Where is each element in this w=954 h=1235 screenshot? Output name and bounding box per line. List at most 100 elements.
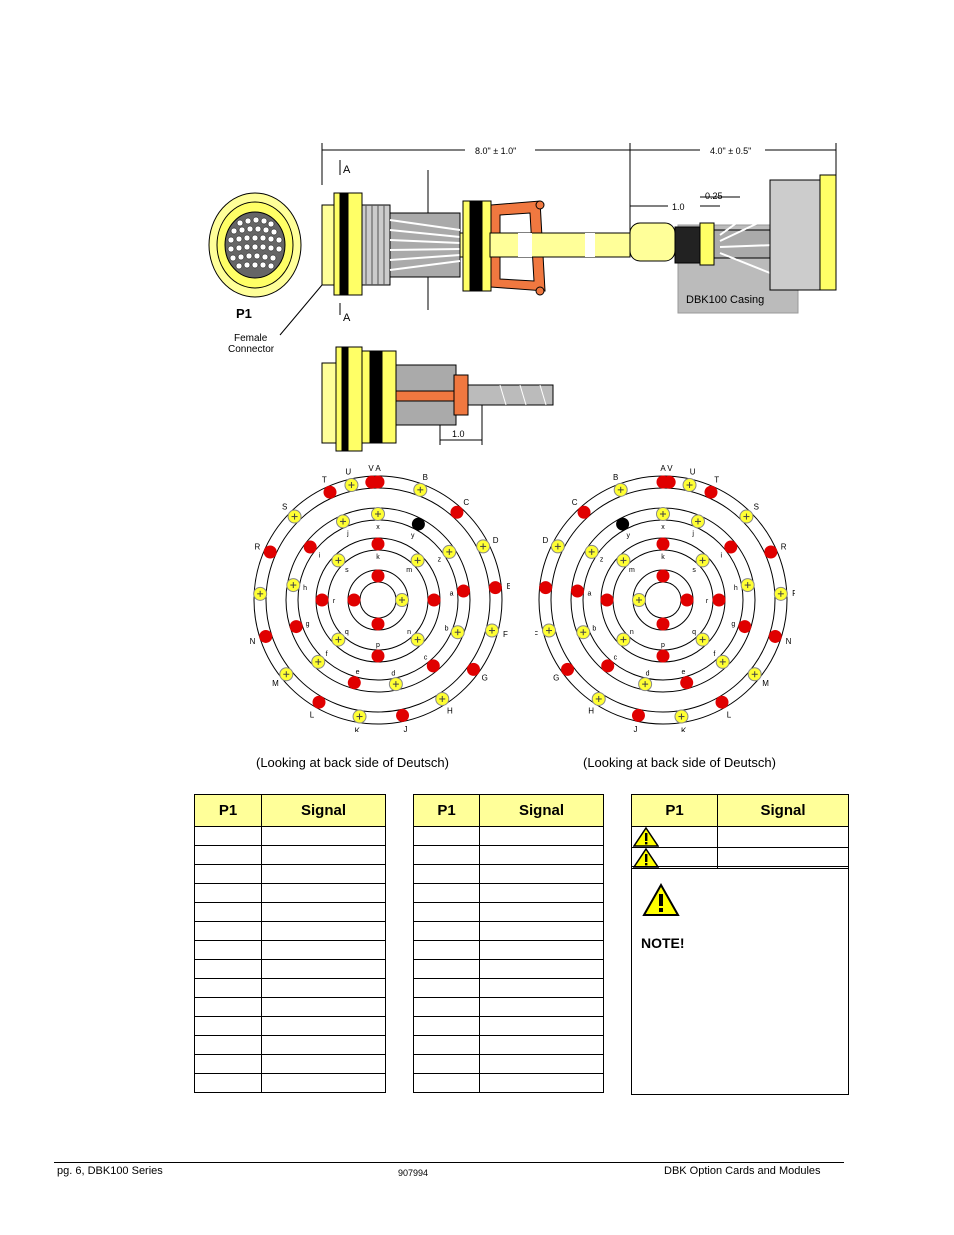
pin-T <box>323 485 337 499</box>
pin-letter: S <box>282 503 287 512</box>
pin-table-1: P1 Signal <box>194 794 386 1093</box>
pin-letter: N <box>250 637 256 646</box>
pin-letter: d <box>391 670 395 677</box>
signal-cell <box>261 978 386 998</box>
pin-center <box>680 593 694 607</box>
pin-V <box>365 475 379 489</box>
signal-cell <box>479 902 604 922</box>
pin-a <box>570 584 584 598</box>
pin-p <box>656 649 670 663</box>
table-row <box>413 959 604 979</box>
pin-letter: H <box>447 707 453 716</box>
pin-center <box>371 569 385 583</box>
pin-e <box>680 676 694 690</box>
signal-cell <box>261 940 386 960</box>
table-row <box>413 921 604 941</box>
pin-letter: D <box>493 536 499 545</box>
pin-cell <box>194 1054 262 1074</box>
pin-letter: F <box>503 630 508 639</box>
pin-cell <box>413 1035 480 1055</box>
pin-letter: S <box>754 503 759 512</box>
caption-right: (Looking at back side of Deutsch) <box>583 755 776 770</box>
pin-cell <box>194 940 262 960</box>
pin-a <box>457 584 471 598</box>
table-row <box>194 826 386 846</box>
pin-letter: K <box>681 726 687 732</box>
pin-letter: G <box>553 674 559 683</box>
connector-face-view: P1 Female Connector <box>208 192 323 355</box>
signal-cell <box>717 826 849 848</box>
pin-J <box>396 708 410 722</box>
pin-letter: B <box>613 473 618 482</box>
table-row <box>413 902 604 922</box>
pin-T <box>704 485 718 499</box>
pin-cell <box>413 959 480 979</box>
pin-letter: e <box>681 669 685 676</box>
pin-E <box>488 581 502 595</box>
pin-C <box>577 505 591 519</box>
pin-center <box>656 569 670 583</box>
pin-c <box>426 659 440 673</box>
pin-g <box>289 620 303 634</box>
signal-cell <box>261 1016 386 1036</box>
pin-letter: a <box>450 590 454 597</box>
table-row <box>631 826 849 848</box>
pin-cell <box>413 997 480 1017</box>
pin-cell <box>194 883 262 903</box>
signal-cell <box>261 883 386 903</box>
footer-divider <box>54 1162 844 1163</box>
signal-cell <box>261 1073 386 1093</box>
pin-letter: K <box>355 726 361 732</box>
pin-c <box>601 659 615 673</box>
caption-left: (Looking at back side of Deutsch) <box>256 755 449 770</box>
pin-cell <box>631 826 718 848</box>
pin-letter: f <box>713 651 715 658</box>
signal-cell <box>479 845 604 865</box>
pin-letter: h <box>303 585 307 592</box>
pin-letter: b <box>592 626 596 633</box>
dim-lower: 1.0 <box>452 429 465 439</box>
warning-icon <box>642 883 680 916</box>
pin-N <box>768 629 782 643</box>
table-row <box>194 1035 386 1055</box>
pin-letter: s <box>692 567 696 574</box>
pin-g <box>738 620 752 634</box>
pin-e <box>347 676 361 690</box>
pin-cell <box>631 847 718 869</box>
pin-G <box>466 662 480 676</box>
pin-cell <box>194 864 262 884</box>
pin-letter: i <box>721 552 723 559</box>
signal-cell <box>479 826 604 846</box>
signal-cell <box>479 921 604 941</box>
pin-letter: r <box>333 598 336 605</box>
pin-letter: c <box>424 655 428 662</box>
signal-cell <box>261 921 386 941</box>
pin-letter: U <box>345 467 351 476</box>
pin-cell <box>413 826 480 846</box>
col-p1: P1 <box>631 794 718 827</box>
pin-C <box>450 505 464 519</box>
pin-letter: j <box>691 530 694 537</box>
dbk100-casing: DBK100 Casing <box>629 174 837 314</box>
pin-table-2: P1 Signal <box>413 794 604 1093</box>
pin-letter: y <box>627 533 631 540</box>
pin-letter: j <box>346 530 349 537</box>
pin-letter: L <box>310 710 315 719</box>
col-p1: P1 <box>413 794 480 827</box>
pin-cell <box>194 997 262 1017</box>
pin-r <box>315 593 329 607</box>
pin-diagram-right: ABCDEFGHJKLMNPRSTUVxyzabcdefghijkmnpqrs <box>535 464 795 732</box>
connector-desc-1: Female <box>234 333 268 344</box>
signal-cell <box>479 1073 604 1093</box>
pin-letter: M <box>272 679 279 688</box>
pin-letter: m <box>629 567 635 574</box>
pin-letter: y <box>411 533 415 540</box>
table-row <box>413 997 604 1017</box>
ring-outline <box>644 581 682 619</box>
pin-letter: A <box>375 464 381 473</box>
signal-cell <box>479 978 604 998</box>
casing-label: DBK100 Casing <box>686 294 764 306</box>
pin-letter: n <box>407 629 411 636</box>
pin-r <box>712 593 726 607</box>
table-row <box>194 959 386 979</box>
